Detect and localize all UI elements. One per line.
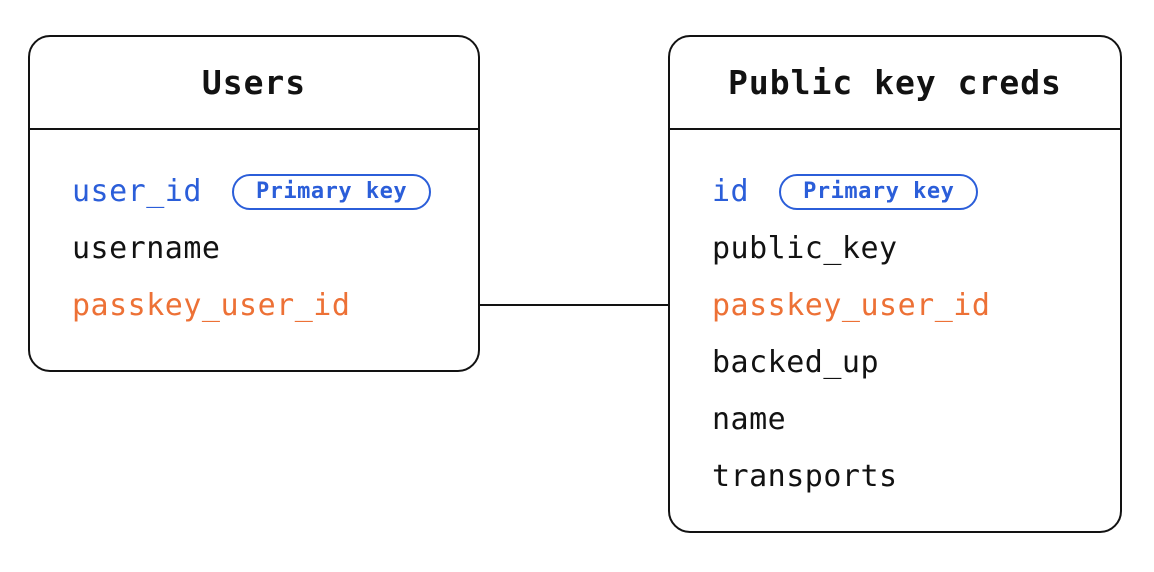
field-name-transports: transports <box>712 459 898 494</box>
field-row-username: username <box>72 220 460 277</box>
field-name-passkey_user_id: passkey_user_id <box>72 288 351 323</box>
primary-key-badge: Primary key <box>779 173 979 210</box>
table-header: Users <box>30 37 478 130</box>
field-row-passkey_user_id: passkey_user_id <box>72 277 460 334</box>
relationship-connector <box>480 304 668 306</box>
table-users: Users user_id Primary key username passkey_… <box>28 35 480 372</box>
table-public-key-creds: Public key creds id Primary key public_key… <box>668 35 1122 533</box>
field-row-backed_up: backed_up <box>712 334 1102 391</box>
field-name-public_key: public_key <box>712 231 898 266</box>
field-row-id: id Primary key <box>712 163 1102 220</box>
field-name-passkey_user_id: passkey_user_id <box>712 288 991 323</box>
field-name-name: name <box>712 402 787 437</box>
field-row-user_id: user_id Primary key <box>72 163 460 220</box>
table-header: Public key creds <box>670 37 1120 130</box>
primary-key-badge: Primary key <box>231 173 432 210</box>
field-row-public_key: public_key <box>712 220 1102 277</box>
field-name-username: username <box>72 231 221 266</box>
field-row-transports: transports <box>712 448 1102 505</box>
table-title: Users <box>201 63 307 102</box>
field-name-id: id <box>712 174 750 209</box>
field-name-user_id: user_id <box>72 174 202 209</box>
table-body: user_id Primary key username passkey_user_i… <box>30 130 478 334</box>
field-name-backed_up: backed_up <box>712 345 880 380</box>
field-row-passkey_user_id: passkey_user_id <box>712 277 1102 334</box>
field-row-name: name <box>712 391 1102 448</box>
table-title: Public key creds <box>728 63 1062 102</box>
